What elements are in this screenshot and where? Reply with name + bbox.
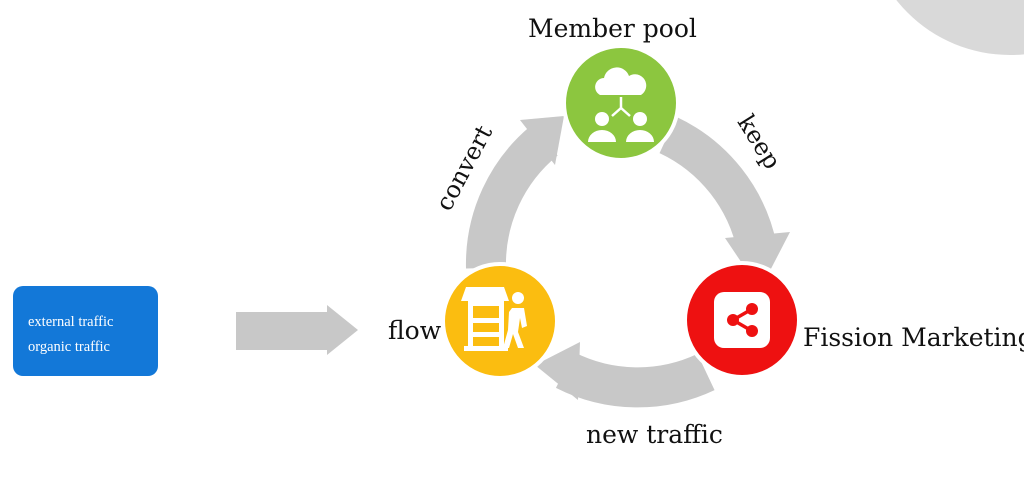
convert-arrowhead (520, 116, 564, 165)
new-traffic-arrow (555, 351, 715, 408)
entry-arrow (236, 305, 358, 355)
flow-label: flow (388, 316, 442, 345)
convert-arrow (465, 124, 559, 269)
member-pool-node (562, 44, 680, 162)
flow-node (441, 262, 559, 380)
cycle-arrows (465, 116, 777, 408)
store-walk-in-icon (461, 287, 527, 351)
keep-arrow (659, 116, 777, 253)
fission-node (683, 261, 801, 379)
new-traffic-arrowhead (535, 342, 580, 400)
member-pool-label: Member pool (528, 14, 697, 43)
fission-marketing-label: Fission Marketing (803, 323, 1024, 352)
cloud-users-icon (588, 67, 654, 142)
share-icon (714, 292, 770, 348)
organic-traffic-label: organic traffic (28, 339, 110, 355)
traffic-source-box: external traffic organic traffic (13, 286, 158, 376)
external-traffic-label: external traffic (28, 314, 114, 330)
corner-decoration (896, 0, 1024, 55)
new-traffic-label: new traffic (586, 420, 723, 449)
keep-arrowhead (725, 232, 790, 290)
